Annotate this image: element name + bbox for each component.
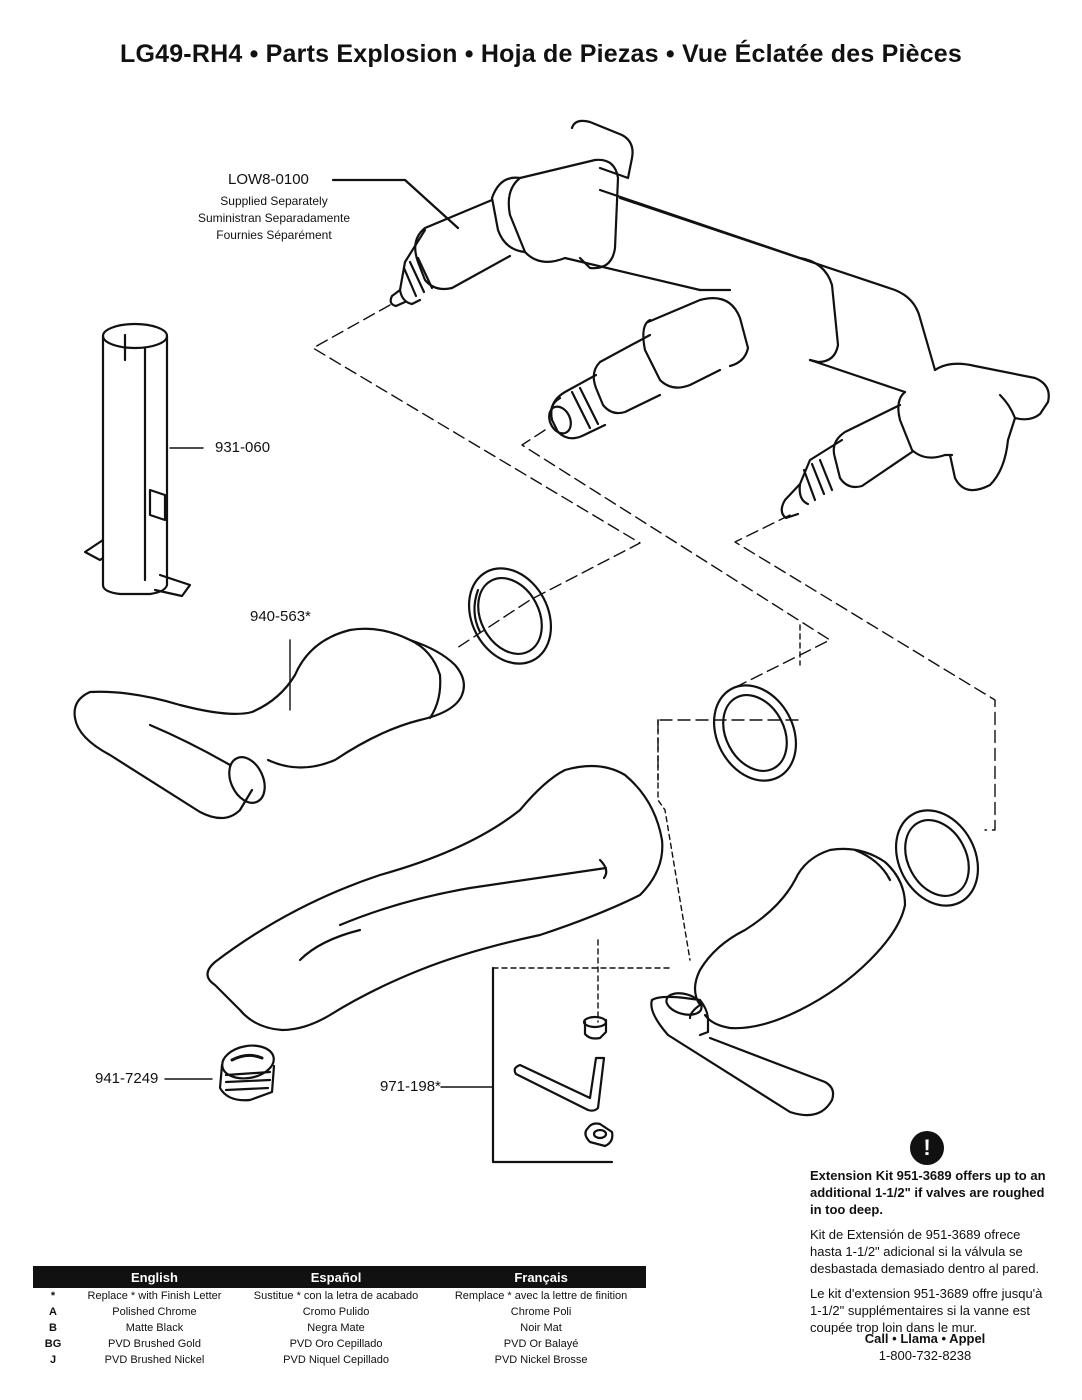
finish-fr: PVD Nickel Brosse — [494, 1354, 588, 1366]
finish-en: Polished Chrome — [112, 1306, 197, 1318]
aerator-label: 941-7249 — [95, 1070, 159, 1087]
header-english: English — [73, 1266, 236, 1288]
finish-code: J — [49, 1354, 57, 1366]
finish-es: Cromo Pulido — [302, 1306, 370, 1318]
finish-es: Negra Mate — [307, 1322, 365, 1334]
finish-fr: Chrome Poli — [510, 1306, 572, 1318]
warning-french: Le kit d'extension 951-3689 offre jusqu'… — [810, 1286, 1043, 1335]
finish-code: A — [49, 1306, 57, 1318]
spout — [206, 764, 664, 1032]
finish-en: Matte Black — [125, 1322, 184, 1334]
page-title: LG49-RH4 • Parts Explosion • Hoja de Pie… — [119, 40, 963, 68]
valve-supplied-note: Supplied Separately Suministran Separada… — [186, 193, 362, 244]
finish-fr: Noir Mat — [520, 1322, 562, 1334]
finish-code: * — [50, 1290, 56, 1302]
table-row: * Replace * with Finish Letter Sustitue … — [33, 1288, 646, 1304]
finish-fr: PVD Or Balayé — [503, 1338, 579, 1350]
guide-lines — [312, 304, 996, 831]
finish-en: PVD Brushed Nickel — [104, 1354, 205, 1366]
center-trim-ring — [712, 684, 798, 782]
phone-number: 1-800-732-8238 — [878, 1348, 972, 1363]
finish-es: PVD Oro Cepillado — [289, 1338, 383, 1350]
finish-code: BG — [44, 1338, 62, 1350]
exclamation-icon: ! — [910, 1131, 944, 1165]
left-handle-940-563 — [73, 627, 465, 820]
finish-en: PVD Brushed Gold — [108, 1338, 201, 1350]
finish-code: B — [49, 1322, 57, 1334]
finish-en: Replace * with Finish Letter — [87, 1290, 222, 1302]
finish-fr: Remplace * avec la lettre de finition — [454, 1290, 628, 1302]
aerator-941-7249 — [218, 1044, 276, 1102]
setscrew-kit-971-198 — [440, 966, 614, 1164]
call-label: Call • Llama • Appel — [864, 1331, 986, 1346]
finish-table-header: English Español Français — [33, 1266, 646, 1288]
extension-tube-931-060 — [83, 322, 192, 598]
header-code — [33, 1266, 73, 1288]
left-trim-ring — [467, 567, 553, 665]
rough-valve-body — [389, 119, 1050, 520]
supplied-en: Supplied Separately — [220, 194, 328, 208]
header-french: Français — [436, 1266, 646, 1288]
table-row: BG PVD Brushed Gold PVD Oro Cepillado PV… — [33, 1336, 646, 1352]
table-row: J PVD Brushed Nickel PVD Niquel Cepillad… — [33, 1352, 646, 1368]
handle-label: 940-563* — [250, 608, 311, 625]
call-info: Call • Llama • Appel 1-800-732-8238 — [810, 1330, 1040, 1364]
header-spanish: Español — [235, 1266, 437, 1288]
finish-table: English Español Français * Replace * wit… — [33, 1266, 646, 1368]
extension-tube-label: 931-060 — [215, 439, 271, 456]
table-row: A Polished Chrome Cromo Pulido Chrome Po… — [33, 1304, 646, 1320]
warning-english: Extension Kit 951-3689 offers up to an a… — [810, 1168, 1046, 1217]
table-row: B Matte Black Negra Mate Noir Mat — [33, 1320, 646, 1336]
extension-kit-note: Extension Kit 951-3689 offers up to an a… — [810, 1167, 1050, 1344]
finish-es: Sustitue * con la letra de acabado — [253, 1290, 419, 1302]
setscrew-kit-label: 971-198* — [380, 1078, 441, 1095]
supplied-es: Suministran Separadamente — [197, 211, 351, 225]
valve-part-number: LOW8-0100 — [228, 171, 309, 188]
right-handle — [650, 847, 907, 1117]
finish-es: PVD Niquel Cepillado — [283, 1354, 389, 1366]
right-trim-ring — [894, 809, 980, 907]
warning-spanish: Kit de Extensión de 951-3689 ofrece hast… — [810, 1227, 1040, 1276]
supplied-fr: Fournies Séparément — [216, 228, 332, 242]
